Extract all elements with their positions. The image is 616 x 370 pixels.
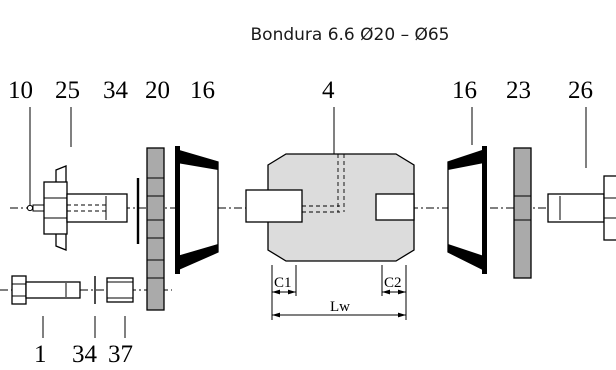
label-part-16-left: 16 [190, 77, 215, 104]
bottom-leaders [42, 316, 126, 338]
dimensions: C1 C2 Lw [271, 265, 407, 320]
part-20-flange [146, 147, 165, 311]
label-part-37: 37 [108, 341, 133, 368]
part-37-sleeve [106, 277, 134, 303]
diagram-title: Bondura 6.6 Ø20 – Ø65 [251, 25, 450, 45]
label-part-34: 34 [103, 77, 129, 104]
part-16-left-cone [175, 146, 219, 274]
label-part-23: 23 [506, 77, 531, 104]
label-part-16-right: 16 [452, 77, 477, 104]
label-part-1: 1 [34, 341, 47, 368]
part-10-grease-nipple [26, 204, 48, 212]
part-4-body [245, 153, 415, 262]
dim-c1: C1 [274, 275, 292, 291]
label-part-20: 20 [145, 77, 170, 104]
part-25-bolt [43, 165, 128, 251]
part-1-screw [11, 275, 81, 305]
dim-c2: C2 [384, 275, 402, 291]
part-23-flange [513, 147, 532, 279]
part-26-bolt [547, 175, 616, 241]
label-part-26: 26 [568, 77, 593, 104]
label-part-34-lower: 34 [72, 341, 98, 368]
label-part-10: 10 [8, 77, 33, 104]
label-part-25: 25 [55, 77, 80, 104]
dim-lw: Lw [330, 299, 350, 315]
label-part-4: 4 [322, 77, 335, 104]
leader-lines [29, 107, 587, 205]
part-16-right-cone [447, 146, 487, 274]
